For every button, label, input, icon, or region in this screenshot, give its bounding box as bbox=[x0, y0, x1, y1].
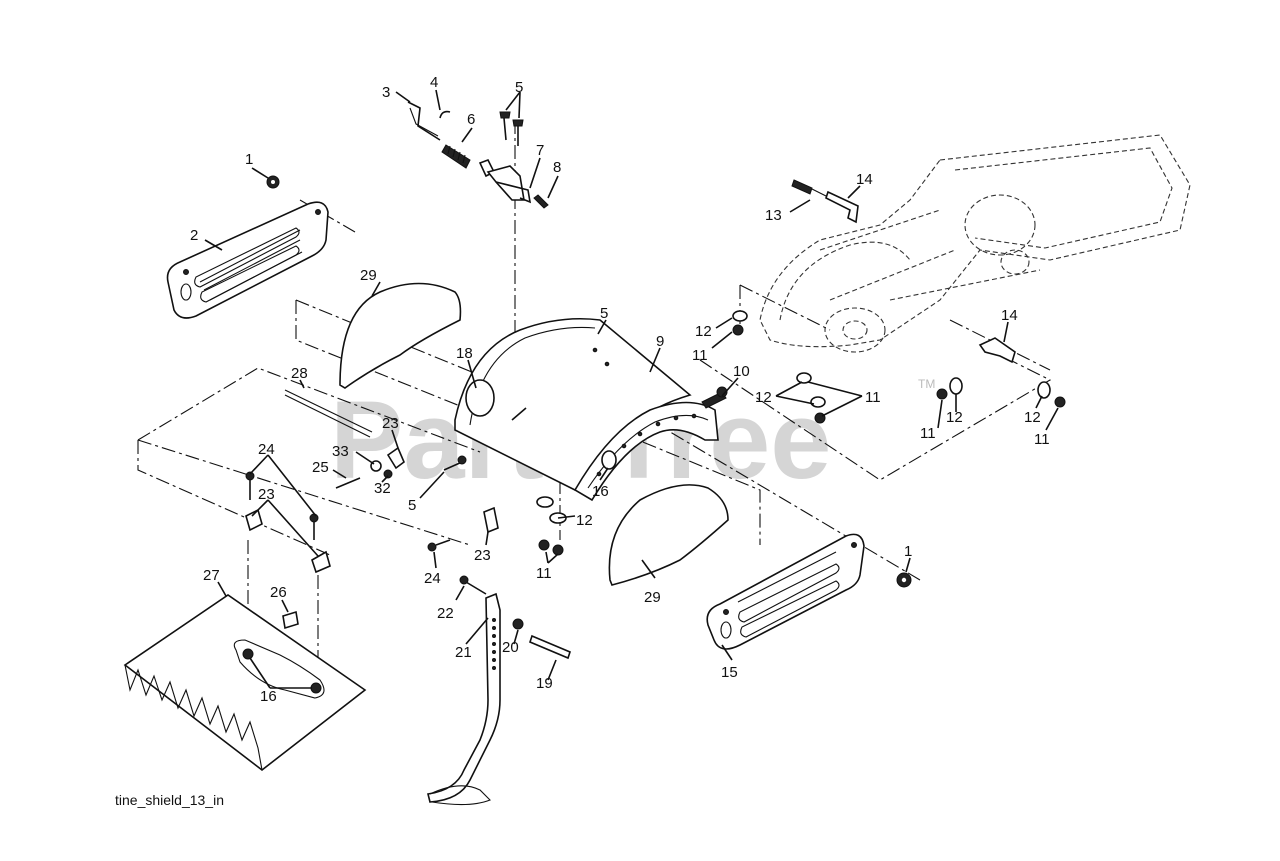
callout-11: 11 bbox=[1034, 431, 1050, 448]
nut-1-left bbox=[266, 175, 280, 189]
callout-19: 19 bbox=[536, 675, 553, 692]
callout-13: 13 bbox=[765, 207, 782, 224]
callout-1: 1 bbox=[904, 543, 912, 560]
left-side-shield bbox=[166, 201, 329, 319]
callout-5: 5 bbox=[408, 497, 416, 514]
callout-4: 4 bbox=[430, 74, 438, 91]
drag-bar-plate bbox=[123, 594, 367, 772]
callout-12: 12 bbox=[695, 323, 712, 340]
latch-assembly bbox=[407, 101, 549, 209]
callout-11: 11 bbox=[536, 565, 552, 582]
callout-12: 12 bbox=[1024, 409, 1041, 426]
callout-12: 12 bbox=[576, 512, 593, 529]
callout-5: 5 bbox=[515, 79, 523, 96]
callout-8: 8 bbox=[553, 159, 561, 176]
callout-32: 32 bbox=[374, 480, 391, 497]
callout-24: 24 bbox=[424, 570, 441, 587]
callout-15: 15 bbox=[721, 664, 738, 681]
tine-deflector-lower bbox=[608, 484, 729, 586]
lower-center-fasteners bbox=[536, 450, 617, 556]
callout-1: 1 bbox=[245, 151, 253, 168]
callout-10: 10 bbox=[733, 363, 750, 380]
watermark-tm: TM bbox=[918, 377, 935, 391]
callout-16: 16 bbox=[592, 483, 609, 500]
nut-1-right bbox=[896, 572, 912, 588]
washers-nuts bbox=[701, 310, 1066, 424]
tine-deflector-upper bbox=[339, 282, 462, 389]
callout-23: 23 bbox=[258, 486, 275, 503]
callout-29: 29 bbox=[360, 267, 377, 284]
main-tine-shield bbox=[454, 318, 719, 502]
callout-27: 27 bbox=[203, 567, 220, 584]
callout-20: 20 bbox=[502, 639, 519, 656]
callout-28: 28 bbox=[291, 365, 308, 382]
callout-11: 11 bbox=[692, 347, 708, 364]
leader-lines bbox=[204, 89, 1059, 689]
right-side-shield bbox=[706, 533, 865, 650]
callout-33: 33 bbox=[332, 443, 349, 460]
callout-2: 2 bbox=[190, 227, 198, 244]
callout-18: 18 bbox=[456, 345, 473, 362]
bracket-14-upper bbox=[791, 179, 859, 224]
callout-22: 22 bbox=[437, 605, 454, 622]
callout-16: 16 bbox=[260, 688, 277, 705]
callout-23: 23 bbox=[382, 415, 399, 432]
callout-3: 3 bbox=[382, 84, 390, 101]
bracket-14-lower bbox=[978, 337, 1016, 364]
callout-14: 14 bbox=[1001, 307, 1018, 324]
callout-6: 6 bbox=[467, 111, 475, 128]
callout-numbers: 1 2 3 4 5 6 7 8 29 13 14 5 9 18 12 11 10… bbox=[190, 74, 1050, 705]
depth-stake bbox=[427, 575, 571, 806]
callout-12: 12 bbox=[755, 389, 772, 406]
callout-5: 5 bbox=[600, 305, 608, 322]
callout-29: 29 bbox=[644, 589, 661, 606]
callout-24: 24 bbox=[258, 441, 275, 458]
callout-25: 25 bbox=[312, 459, 329, 476]
callout-11: 11 bbox=[920, 425, 936, 442]
callout-21: 21 bbox=[455, 644, 472, 661]
callout-11: 11 bbox=[865, 389, 881, 406]
diagram-caption: tine_shield_13_in bbox=[115, 792, 224, 808]
tiller-housing-ghost bbox=[759, 134, 1191, 353]
callout-12: 12 bbox=[946, 409, 963, 426]
callout-26: 26 bbox=[270, 584, 287, 601]
callout-23: 23 bbox=[474, 547, 491, 564]
callout-14: 14 bbox=[856, 171, 873, 188]
callout-9: 9 bbox=[656, 333, 664, 350]
left-brackets bbox=[245, 389, 499, 574]
callout-7: 7 bbox=[536, 142, 544, 159]
